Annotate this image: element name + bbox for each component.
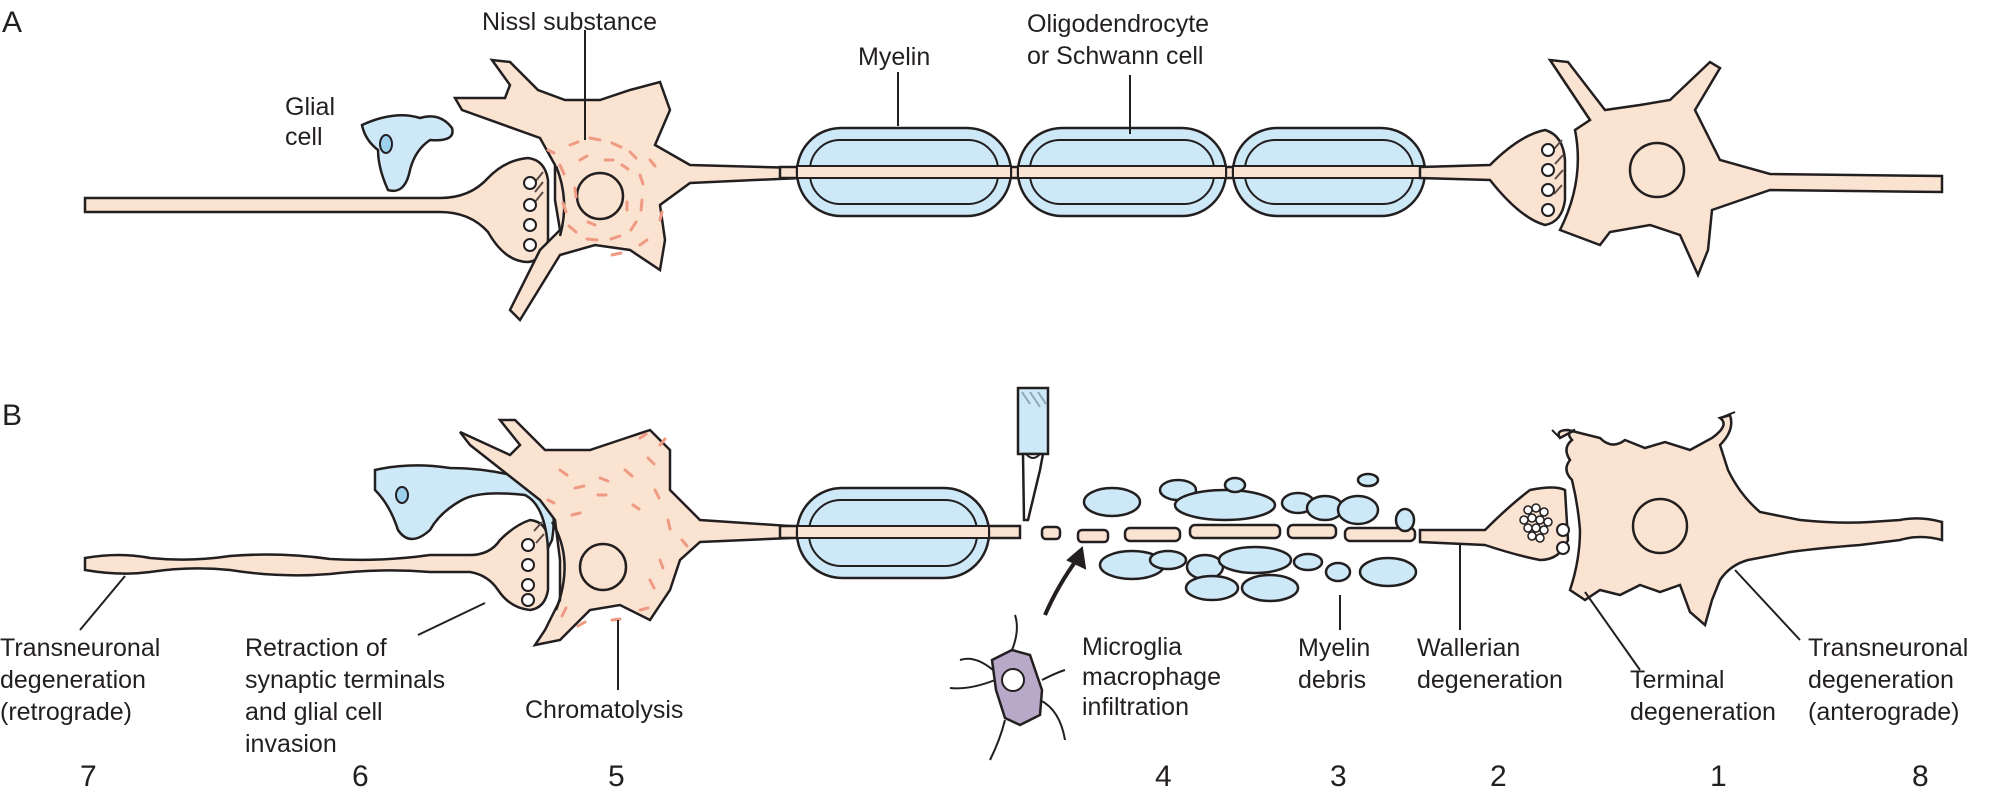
glial-nucleus-b	[395, 486, 409, 504]
myelin-segment-a2	[1016, 126, 1228, 218]
myelin-debris-label-1: Myelin	[1298, 634, 1370, 662]
number-6: 6	[352, 760, 369, 791]
neuron-body-a	[452, 58, 802, 323]
panel-b-label: B	[2, 399, 22, 432]
neuron-body-b	[459, 418, 792, 647]
transneuronal-antero-label-2: degeneration	[1808, 666, 1954, 694]
terminal-label-1: Terminal	[1630, 666, 1724, 694]
myelin-segment-b1	[795, 486, 991, 580]
glial-cell-a	[360, 113, 454, 193]
number-2: 2	[1490, 760, 1507, 791]
chromatolysis-label: Chromatolysis	[525, 696, 683, 724]
axon-fragments	[1040, 523, 1417, 544]
terminal-bouton-a	[1418, 128, 1567, 227]
target-nucleus-b	[1631, 497, 1689, 555]
number-5: 5	[608, 760, 625, 791]
myelin-debris	[1082, 472, 1418, 603]
myelin-label: Myelin	[858, 43, 930, 71]
wallerian-label-1: Wallerian	[1417, 634, 1520, 662]
myelin-segment-a3	[1231, 126, 1427, 218]
oligo-label-2: or Schwann cell	[1027, 42, 1203, 70]
chromatolysis-nissl-b	[546, 432, 689, 628]
postsynaptic-membrane-a	[554, 165, 566, 237]
target-neuron-b-dendrites	[1551, 411, 1736, 439]
transneuronal-retro-label-3: (retrograde)	[0, 698, 132, 726]
microglia-label-1: Microglia	[1082, 633, 1182, 661]
transneuronal-antero-label-1: Transneuronal	[1808, 634, 1968, 662]
microglia-label-2: macrophage	[1082, 663, 1221, 691]
retraction-label-2: synaptic terminals	[245, 666, 445, 694]
target-neuron-a	[1547, 58, 1944, 279]
degenerating-terminal-granules	[1519, 503, 1553, 543]
synaptic-vesicles-a2	[1541, 143, 1555, 217]
presynaptic-axon-a	[83, 156, 550, 264]
number-1: 1	[1710, 760, 1727, 791]
terminal-label-2: degeneration	[1630, 698, 1776, 726]
synaptic-density-b	[533, 521, 545, 544]
glial-cell-b	[373, 464, 555, 553]
target-nucleus-a	[1628, 141, 1686, 199]
synaptic-vesicles-a	[523, 176, 537, 252]
target-neuron-b	[1557, 413, 1944, 628]
glial-cell-label-2: cell	[285, 123, 323, 151]
transneuronal-retro-label-1: Transneuronal	[0, 634, 160, 662]
microglia-icon	[949, 614, 1066, 761]
infiltration-arrow	[1043, 556, 1080, 616]
presynaptic-axon-b	[83, 518, 550, 612]
number-3: 3	[1330, 760, 1347, 791]
nucleus-a	[575, 171, 625, 221]
nissl-label: Nissl substance	[482, 8, 657, 36]
scalpel-icon	[1016, 386, 1050, 522]
number-7: 7	[80, 760, 97, 791]
postsynaptic-membrane-b	[550, 521, 566, 611]
nissl-substance-a	[546, 136, 664, 257]
transneuronal-retro-label-2: degeneration	[0, 666, 146, 694]
nucleus-b	[578, 542, 628, 592]
infiltration-arrowhead	[1066, 546, 1087, 570]
myelin-segment-a1	[795, 126, 1013, 218]
glial-nucleus-a	[379, 134, 393, 154]
myelin-debris-label-2: debris	[1298, 666, 1366, 694]
synaptic-vesicles-b2	[1556, 523, 1570, 555]
wallerian-label-2: degeneration	[1417, 666, 1563, 694]
terminal-bouton-b	[1418, 486, 1570, 562]
synaptic-vesicles-b	[521, 538, 535, 607]
retraction-label-1: Retraction of	[245, 634, 387, 662]
number-8: 8	[1912, 760, 1929, 791]
retraction-label-3: and glial cell	[245, 698, 383, 726]
glial-cell-label-1: Glial	[285, 93, 335, 121]
retraction-label-4: invasion	[245, 730, 337, 758]
number-4: 4	[1155, 760, 1172, 791]
panel-a-label: A	[2, 6, 22, 39]
oligo-label-1: Oligodendrocyte	[1027, 10, 1209, 38]
microglia-label-3: infiltration	[1082, 693, 1189, 721]
transneuronal-antero-label-3: (anterograde)	[1808, 698, 1959, 726]
synaptic-density-a2	[1553, 139, 1564, 195]
myelin-segments-a	[795, 126, 1427, 218]
